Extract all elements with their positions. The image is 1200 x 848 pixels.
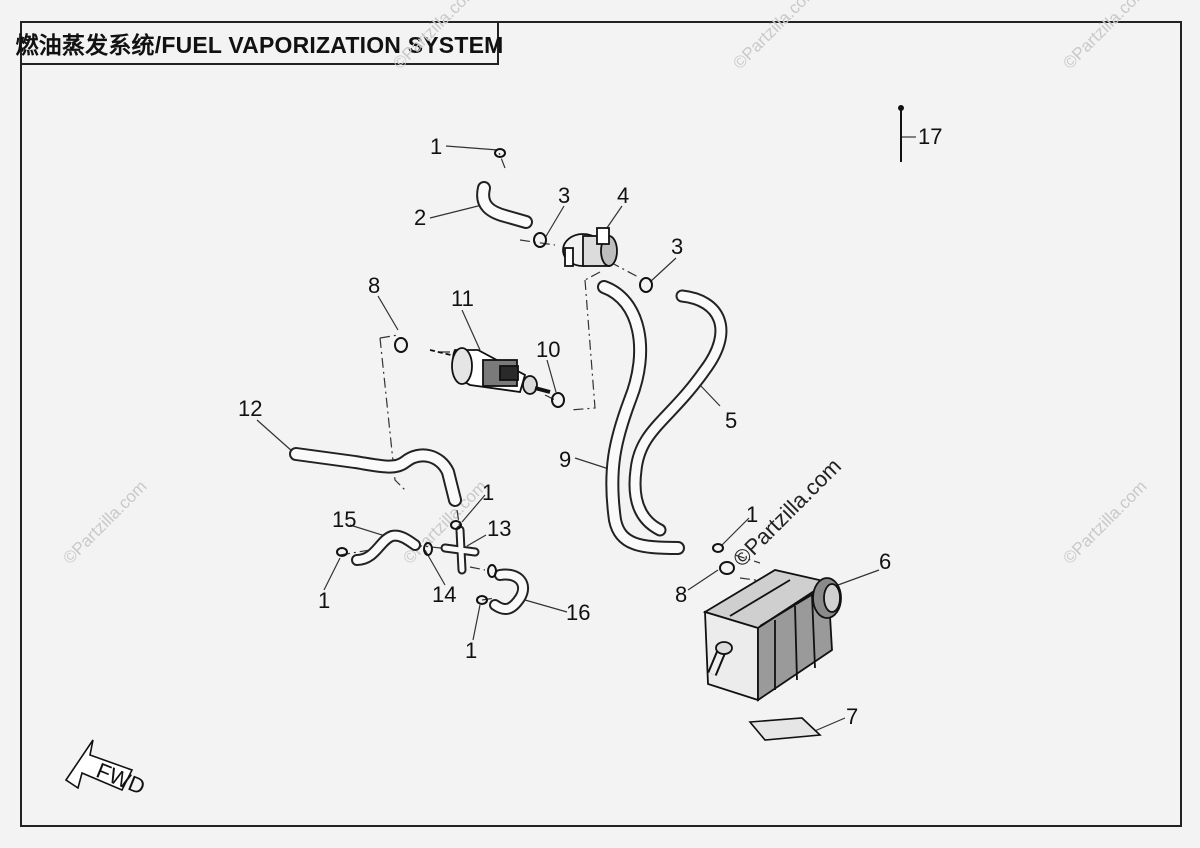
callout-15: 15 — [332, 507, 356, 532]
callout-1: 1 — [465, 638, 477, 663]
clamp-10 — [551, 392, 565, 408]
callout-13: 13 — [487, 516, 511, 541]
page-title: 燃油蒸发系统/FUEL VAPORIZATION SYSTEM — [15, 32, 504, 58]
callout-9: 9 — [559, 447, 571, 472]
clamp-8-top — [394, 337, 408, 353]
callout-1: 1 — [318, 588, 330, 613]
callout-1: 1 — [482, 480, 494, 505]
clamp-3-left — [533, 232, 547, 248]
clamp-3-right — [639, 277, 653, 293]
callout-7: 7 — [846, 704, 858, 729]
clamp-14-a — [423, 542, 433, 556]
clamp-1-left — [336, 547, 348, 557]
hose-5 — [628, 289, 728, 537]
callout-17: 17 — [918, 124, 942, 149]
hoses — [289, 181, 728, 615]
clamp-1-mid — [450, 520, 462, 530]
clamp-1-right — [712, 543, 724, 553]
callout-3: 3 — [671, 234, 683, 259]
fwd-arrow: FWD — [64, 739, 149, 800]
canister-6 — [702, 569, 842, 702]
callout-1: 1 — [430, 134, 442, 159]
valve-4 — [562, 227, 618, 267]
pad-7 — [748, 717, 822, 741]
title-box: 燃油蒸发系统/FUEL VAPORIZATION SYSTEM — [16, 21, 503, 65]
watermark: ©Partzilla.com — [389, 0, 480, 73]
clamp-14-b — [487, 564, 497, 578]
callout-8: 8 — [675, 582, 687, 607]
watermark: ©Partzilla.com — [1059, 0, 1150, 73]
clamp-8-bottom — [719, 561, 735, 575]
callout-1: 1 — [746, 502, 758, 527]
watermark: ©Partzilla.com — [1059, 477, 1150, 568]
callout-8: 8 — [368, 273, 380, 298]
callout-2: 2 — [414, 205, 426, 230]
clamps — [336, 148, 735, 605]
callout-10: 10 — [536, 337, 560, 362]
callout-11: 11 — [451, 286, 474, 311]
callout-3: 3 — [558, 183, 570, 208]
clamp-1-top — [494, 148, 506, 158]
watermark: ©Partzilla.com — [59, 477, 150, 568]
callout-16: 16 — [566, 600, 590, 625]
callout-4: 4 — [617, 183, 629, 208]
callout-5: 5 — [725, 408, 737, 433]
filter-11 — [429, 347, 551, 395]
callout-6: 6 — [879, 549, 891, 574]
drawing-frame — [20, 21, 1182, 827]
clamp-1-bottom — [476, 595, 488, 605]
callouts: 1 2 3 4 3 17 8 11 10 12 5 9 1 13 15 1 6 … — [238, 124, 942, 729]
callout-14: 14 — [432, 582, 456, 607]
fwd-label: FWD — [93, 758, 149, 800]
callout-12: 12 — [238, 396, 262, 421]
watermark: ©Partzilla.com — [729, 0, 820, 73]
cable-tie-17 — [898, 105, 904, 162]
